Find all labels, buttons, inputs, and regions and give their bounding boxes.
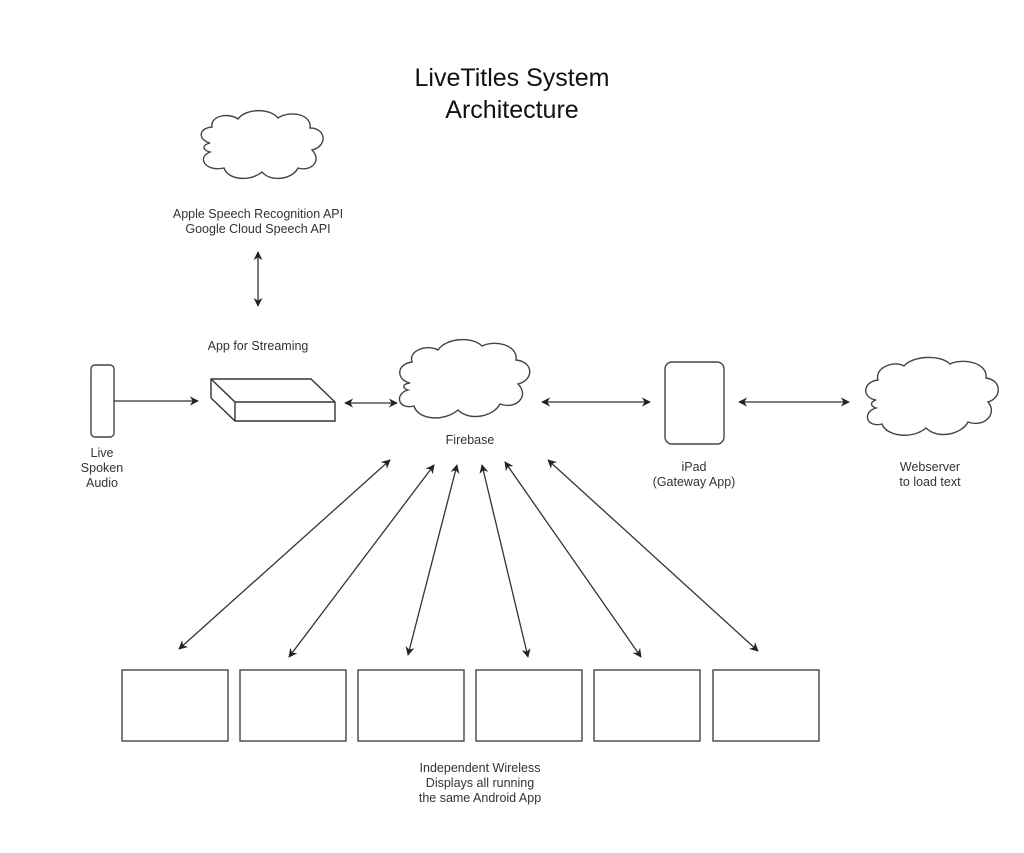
ipad-label: iPad (Gateway App): [634, 460, 754, 490]
displays-label: Independent Wireless Displays all runnin…: [380, 761, 580, 806]
connector-firebase-display-6: [547, 459, 759, 652]
connector-firebase-display-4: [479, 464, 531, 658]
diagram-title: LiveTitles System Architecture: [0, 62, 1024, 126]
speech-api-label-line-1: Apple Speech Recognition API: [172, 207, 344, 221]
firebase-node[interactable]: [398, 339, 531, 419]
microphone-device-icon[interactable]: [90, 364, 115, 438]
cloud-icon: [865, 356, 999, 436]
connector-firebase-display-5: [504, 461, 642, 658]
live-audio-label: Live Spoken Audio: [62, 446, 142, 491]
cloud-icon: [200, 109, 324, 179]
webserver-label: Webserver to load text: [875, 460, 985, 490]
ipad-label-line-2: (Gateway App): [652, 475, 736, 489]
display-screen-icon[interactable]: [121, 669, 229, 742]
displays-label-line-3: the same Android App: [418, 791, 542, 805]
live-audio-label-line-1: Live: [90, 446, 114, 460]
streaming-app-label: App for Streaming: [178, 339, 338, 354]
live-audio-label-line-2: Spoken: [80, 461, 124, 475]
live-audio-label-line-3: Audio: [86, 476, 118, 490]
connector-firebase-display-1: [178, 459, 391, 650]
connector-firebase-display-2: [288, 464, 435, 658]
webserver-node[interactable]: [865, 356, 999, 436]
firebase-label: Firebase: [420, 433, 520, 448]
displays-label-line-1: Independent Wireless: [419, 761, 541, 775]
speech-api-node[interactable]: [200, 109, 324, 179]
streaming-app-node[interactable]: [210, 378, 336, 422]
diagram-title-line-1: LiveTitles System: [414, 64, 610, 92]
displays-label-line-2: Displays all running: [425, 776, 535, 790]
streaming-app-label-text: App for Streaming: [207, 339, 309, 353]
diagram-title-line-2: Architecture: [445, 96, 579, 124]
server-box-icon: [210, 378, 336, 422]
display-screen-icon[interactable]: [712, 669, 820, 742]
firebase-label-text: Firebase: [445, 433, 495, 447]
webserver-label-line-2: to load text: [899, 475, 961, 489]
ipad-label-line-1: iPad: [681, 460, 707, 474]
displays-group: [121, 669, 820, 742]
display-screen-icon[interactable]: [239, 669, 347, 742]
tablet-icon[interactable]: [664, 361, 725, 445]
display-screen-icon[interactable]: [357, 669, 465, 742]
display-screen-icon[interactable]: [593, 669, 701, 742]
connector-firebase-display-3: [405, 464, 460, 656]
speech-api-label-line-2: Google Cloud Speech API: [185, 222, 331, 236]
cloud-icon: [398, 339, 531, 419]
webserver-label-line-1: Webserver: [899, 460, 961, 474]
speech-api-label: Apple Speech Recognition API Google Clou…: [138, 207, 378, 237]
display-screen-icon[interactable]: [475, 669, 583, 742]
